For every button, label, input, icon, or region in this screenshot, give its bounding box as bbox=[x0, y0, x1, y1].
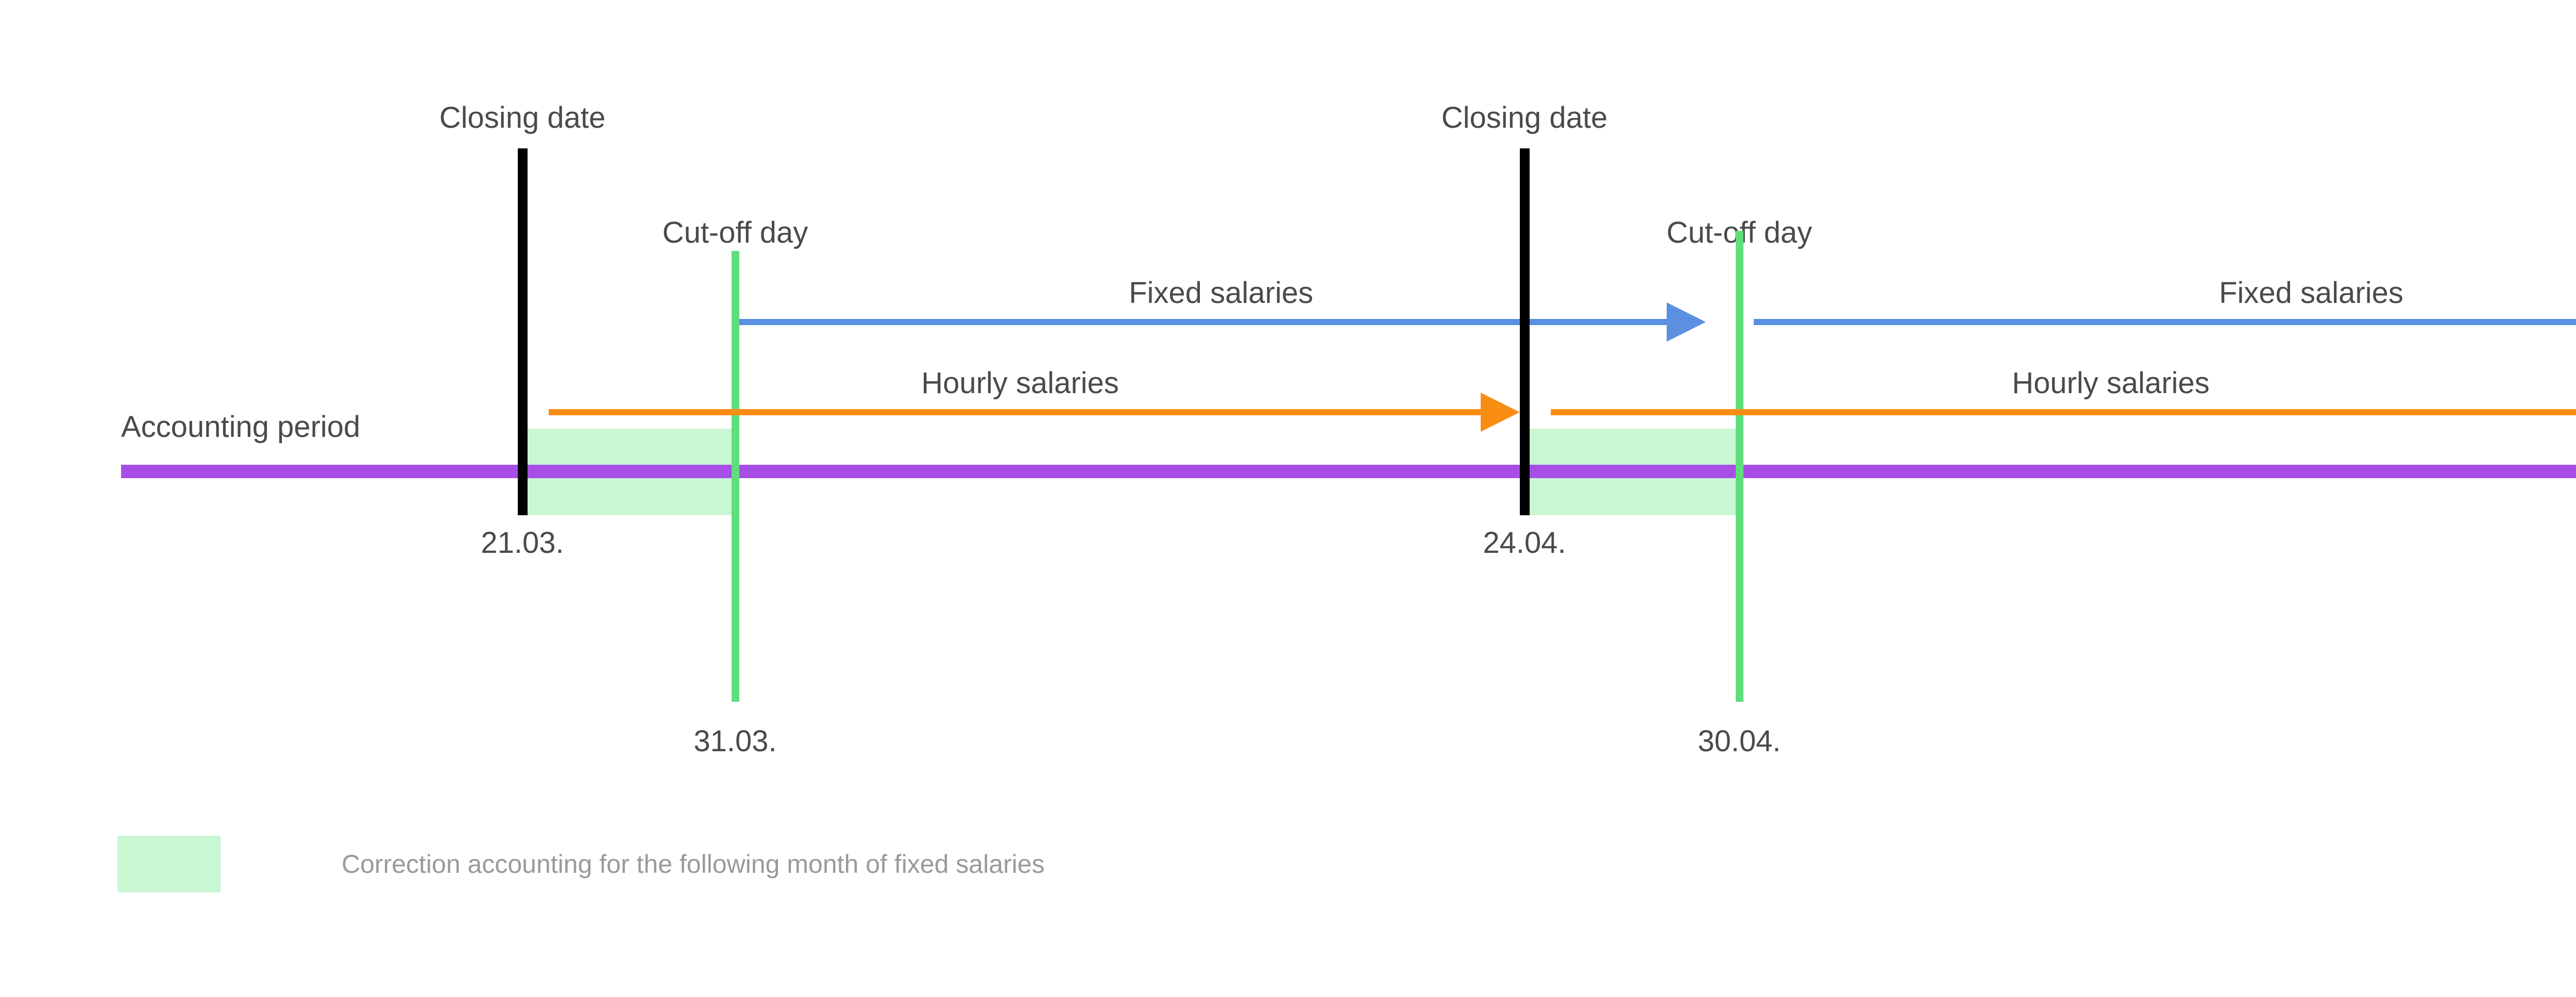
cut-off-day-value-1: 31.03. bbox=[693, 724, 777, 758]
cut-off-day-line-2 bbox=[1736, 231, 1743, 702]
closing-date-value-1: 21.03. bbox=[481, 526, 564, 560]
closing-date-label-2: Closing date bbox=[1441, 101, 1608, 134]
hourly-salaries-line-2 bbox=[1551, 409, 2576, 415]
legend-swatch-correction-accounting bbox=[117, 836, 221, 892]
fixed-salaries-line-2 bbox=[1754, 319, 2576, 325]
hourly-salaries-line-1 bbox=[549, 409, 1481, 415]
hourly-salaries-arrowhead-1 bbox=[1481, 393, 1520, 432]
closing-date-label-1: Closing date bbox=[439, 101, 606, 134]
legend-label-correction-accounting: Correction accounting for the following … bbox=[342, 850, 1045, 878]
closing-date-tick-2 bbox=[1520, 429, 1530, 515]
accounting-period-label: Accounting period bbox=[121, 410, 361, 444]
fixed-salaries-label-2: Fixed salaries bbox=[2219, 276, 2403, 310]
cut-off-day-value-2: 30.04. bbox=[1698, 724, 1781, 758]
fixed-salaries-label-1: Fixed salaries bbox=[1129, 276, 1313, 310]
fixed-salaries-line-1 bbox=[739, 319, 1667, 325]
cut-off-day-line-1 bbox=[732, 251, 739, 702]
hourly-salaries-label-1: Hourly salaries bbox=[921, 366, 1119, 400]
fixed-salaries-arrowhead-1 bbox=[1667, 302, 1706, 342]
closing-date-line-1 bbox=[518, 148, 528, 429]
accounting-period-axis bbox=[121, 465, 2576, 478]
cut-off-day-label-1: Cut-off day bbox=[662, 216, 808, 249]
hourly-salaries-label-2: Hourly salaries bbox=[2012, 366, 2210, 400]
closing-date-value-2: 24.04. bbox=[1483, 526, 1566, 560]
closing-date-tick-1 bbox=[518, 429, 528, 515]
closing-date-line-2 bbox=[1520, 148, 1530, 429]
